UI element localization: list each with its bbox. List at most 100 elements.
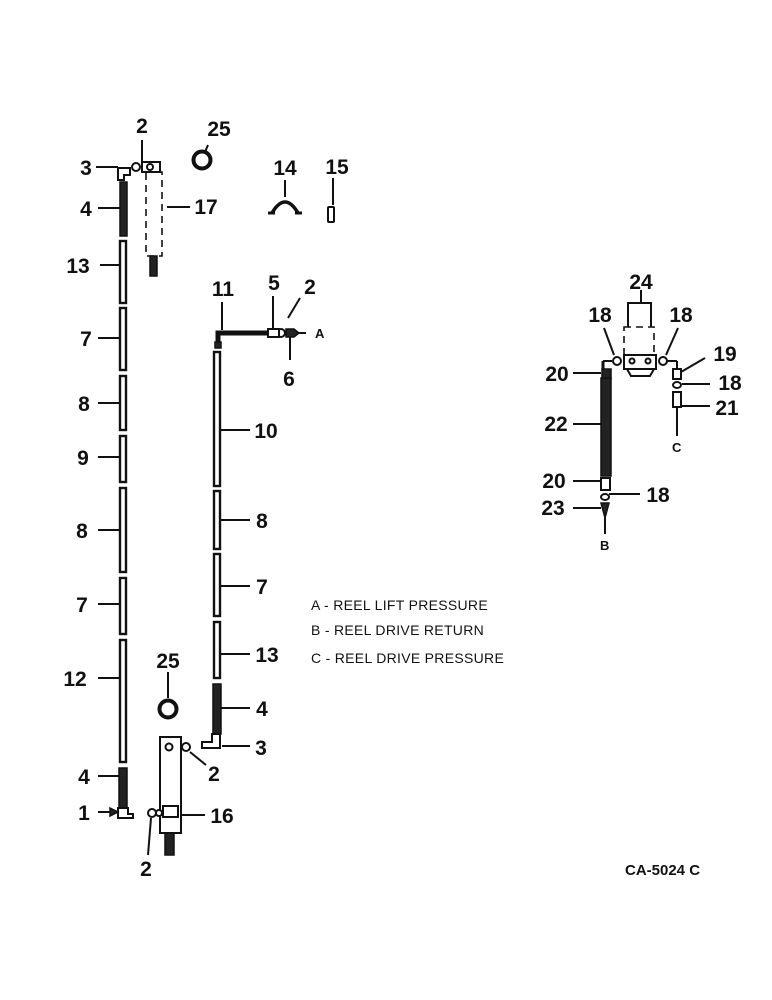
callout-21: 21 (715, 397, 739, 420)
callout-1: 1 (78, 802, 90, 825)
elbow-tube-11-end (214, 341, 222, 349)
callout-20-bottom: 20 (542, 470, 565, 493)
callout-18-top-left: 18 (588, 304, 612, 327)
valve-24-base (625, 368, 656, 377)
washer-2-lower (147, 808, 157, 818)
callout-6: 6 (283, 368, 295, 391)
callout-4-bottom-left: 4 (78, 766, 90, 789)
hose-section-13-middle (212, 620, 222, 680)
o-ring-18-right-lower (672, 381, 682, 389)
callout-13-middle: 13 (255, 644, 278, 667)
callout-8-left-upper: 8 (78, 393, 90, 416)
hose-section-7-left-upper (118, 306, 128, 372)
callout-11: 11 (212, 278, 235, 301)
hose-section-8-left-lower (118, 486, 128, 574)
hose-section-4-bottom (118, 767, 128, 809)
callout-23: 23 (541, 497, 564, 520)
elbow-fitting-3-bottom (201, 733, 221, 749)
hose-section-9-left (118, 434, 128, 484)
callout-17: 17 (194, 196, 217, 219)
middle-hose-assembly (201, 328, 306, 749)
fitting-23 (600, 502, 610, 521)
cylinder-rod-top (149, 255, 158, 277)
port-letter-a: A (315, 326, 325, 341)
port-letter-b: B (600, 538, 609, 553)
callout-24: 24 (629, 271, 653, 294)
callout-12: 12 (63, 668, 86, 691)
callout-25-bottom: 25 (156, 650, 180, 673)
cylinder-body-dashed (145, 171, 163, 257)
part-15-pin-icon (327, 206, 335, 223)
callout-18-right: 18 (718, 372, 742, 395)
callout-5: 5 (268, 272, 280, 295)
cylinder-clevis (162, 805, 179, 818)
pin-lower (155, 809, 163, 817)
o-ring-18-left (612, 356, 622, 366)
o-ring-25-bottom (157, 698, 179, 720)
hose-section-8-middle (212, 489, 222, 551)
hose-section-7-middle (212, 552, 222, 618)
o-ring-25-top (191, 149, 213, 171)
callout-8-middle: 8 (256, 510, 268, 533)
callout-22: 22 (544, 413, 567, 436)
callout-3-top: 3 (80, 157, 92, 180)
cylinder-port-upper (164, 742, 174, 752)
callout-4-middle: 4 (256, 698, 268, 721)
elbow-fitting-bottom-left (117, 807, 134, 819)
washer-2-cylinder (181, 742, 191, 752)
port-letter-c: C (672, 440, 682, 455)
cylinder-rod-bottom (164, 832, 175, 856)
callout-9: 9 (77, 447, 89, 470)
port-letters: A B C (315, 326, 682, 553)
fitting-6-end (285, 328, 301, 338)
fitting-washer-top (131, 162, 141, 172)
fitting-5 (267, 328, 280, 338)
legend-reel-lift-pressure: A - REEL LIFT PRESSURE (311, 597, 488, 613)
elbow-tube-11 (215, 330, 270, 347)
elbow-fitting-top-left (117, 167, 131, 181)
callout-13-left: 13 (66, 255, 89, 278)
callout-14: 14 (273, 157, 297, 180)
callout-8-left-lower: 8 (76, 520, 88, 543)
hose-section-4-top (119, 181, 128, 237)
legend-reel-drive-return: B - REEL DRIVE RETURN (311, 622, 484, 638)
fitting-19 (672, 368, 682, 380)
leader-lines (96, 140, 710, 856)
hose-section-12-left (118, 638, 128, 764)
fitting-21 (672, 391, 682, 408)
hose-section-4-middle (212, 683, 222, 735)
callout-2-bottom: 2 (140, 858, 152, 881)
hose-section-13-left (118, 239, 128, 305)
legend-reel-drive-pressure: C - REEL DRIVE PRESSURE (311, 650, 504, 666)
cylinder-body-bottom (159, 736, 182, 834)
hose-section-10 (212, 350, 222, 488)
callout-7-middle: 7 (256, 576, 268, 599)
callout-15: 15 (325, 156, 349, 179)
callout-20-top: 20 (545, 363, 568, 386)
callout-19: 19 (713, 343, 736, 366)
callout-2-cylinder: 2 (208, 763, 220, 786)
hydraulic-cylinder-17 (131, 161, 163, 277)
callout-7-left-lower: 7 (76, 594, 88, 617)
callout-2-top: 2 (136, 115, 148, 138)
callout-18-top-right: 18 (669, 304, 693, 327)
callout-4-top: 4 (80, 198, 92, 221)
hose-section-7-left-lower (118, 576, 128, 636)
callout-numbers: 2 25 3 4 17 14 15 13 7 8 9 8 7 12 4 1 11… (63, 115, 742, 881)
drawing-code: CA-5024 C (625, 862, 700, 879)
callout-16: 16 (210, 805, 233, 828)
hydraulic-cylinder-16 (147, 736, 191, 856)
callout-3-bottom: 3 (255, 737, 267, 760)
fitting-20-bottom (600, 477, 611, 491)
o-ring-18-bottom (600, 493, 610, 501)
o-ring-18-right (658, 356, 668, 366)
callout-18-bottom: 18 (646, 484, 670, 507)
callout-7-left-upper: 7 (80, 328, 92, 351)
left-hose-assembly (117, 167, 134, 819)
hose-section-8-left-upper (118, 374, 128, 432)
valve-port-left (628, 357, 636, 365)
cylinder-port-top (146, 163, 154, 171)
part-14-clip-icon (268, 200, 302, 215)
callout-25-top: 25 (207, 118, 231, 141)
